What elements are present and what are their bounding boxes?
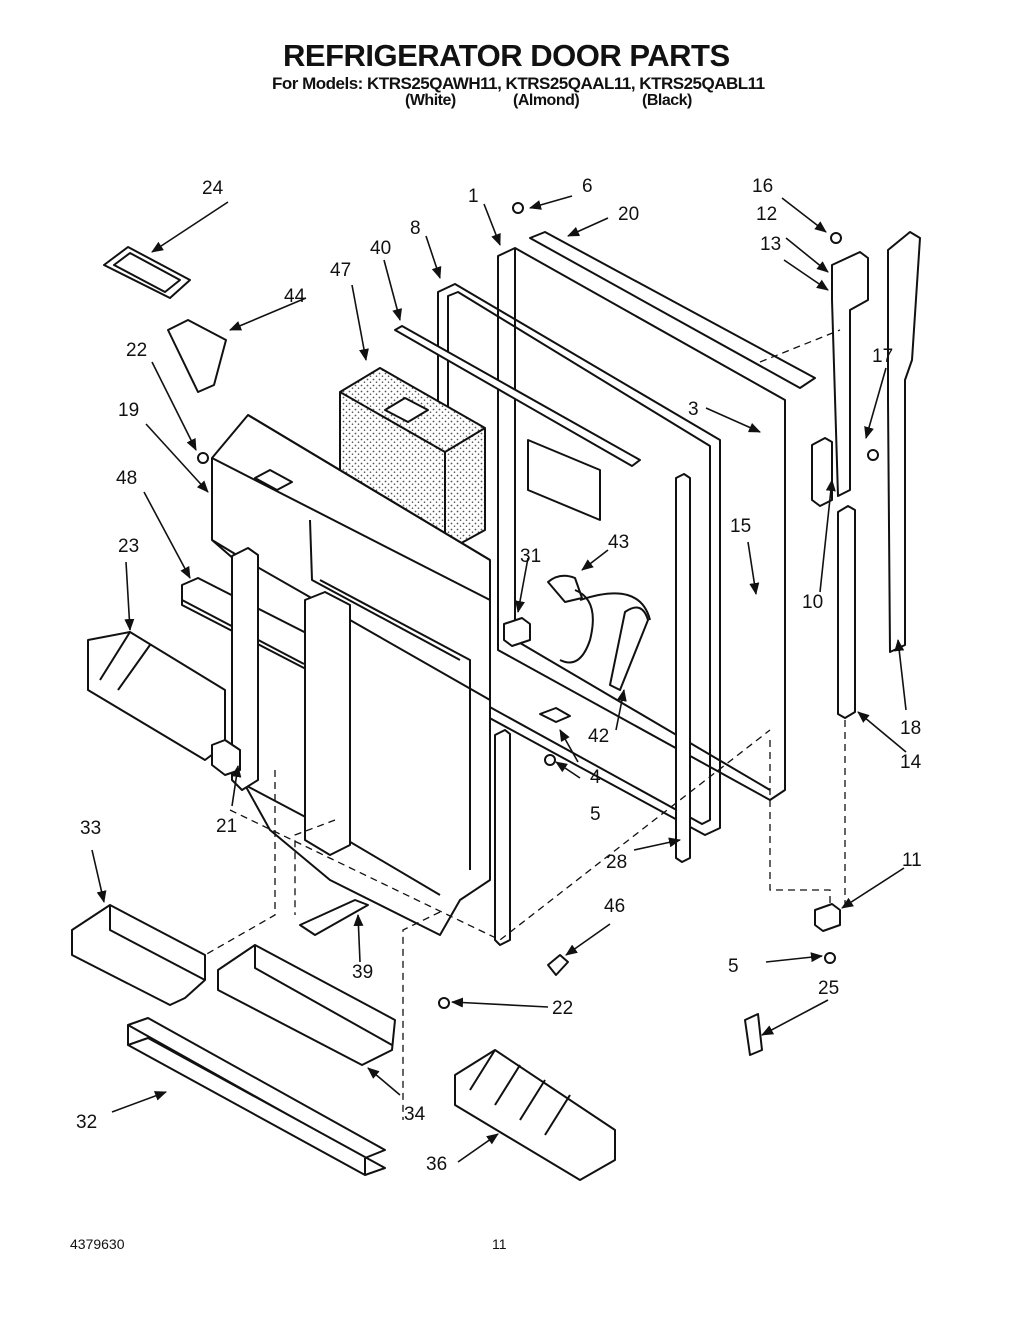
callout-46: 46 <box>604 896 625 917</box>
side-trim-18 <box>887 231 921 653</box>
callout-19: 19 <box>118 400 139 421</box>
egg-tray <box>454 1049 616 1181</box>
callout-36: 36 <box>426 1154 447 1175</box>
door-stile-strip <box>675 473 691 863</box>
door-stile-strip-lower <box>494 729 511 946</box>
callout-25: 25 <box>818 978 839 999</box>
callout-4: 4 <box>590 767 601 788</box>
hinge-cover <box>811 437 833 507</box>
callout-48: 48 <box>116 468 137 489</box>
callout-14: 14 <box>900 752 922 773</box>
ice-door <box>87 631 226 761</box>
top-cap-strip <box>529 231 816 389</box>
bin-retainer <box>299 899 369 936</box>
wire-harness <box>547 574 651 691</box>
side-trim-14 <box>837 505 856 719</box>
hinge-pin-bracket <box>539 707 571 723</box>
callout-15: 15 <box>730 516 751 537</box>
callout-31: 31 <box>520 546 541 567</box>
plug <box>547 954 569 976</box>
color-almond: (Almond) <box>513 92 580 109</box>
door-bin-small <box>71 904 206 1006</box>
lower-hinge <box>814 903 841 932</box>
color-black: (Black) <box>642 92 692 109</box>
callout-39: 39 <box>352 962 373 983</box>
callout-21: 21 <box>216 816 237 837</box>
callout-24: 24 <box>202 178 224 199</box>
color-white: (White) <box>405 92 456 109</box>
callout-12: 12 <box>756 204 777 225</box>
callout-6: 6 <box>582 176 593 197</box>
callout-20: 20 <box>618 204 639 225</box>
callout-1: 1 <box>468 186 479 207</box>
callout-5: 5 <box>590 804 601 825</box>
page-title: REFRIGERATOR DOOR PARTS <box>283 38 730 73</box>
clamp <box>503 617 531 647</box>
callout-17: 17 <box>872 346 893 367</box>
callout-3: 3 <box>688 399 699 420</box>
callout-44: 44 <box>284 286 306 307</box>
shelf-bar <box>127 1017 386 1176</box>
callout-labels: 1 3 4 5 5 6 8 10 11 12 13 14 15 16 17 18… <box>76 176 922 1175</box>
callout-22: 22 <box>126 340 147 361</box>
page-number: 11 <box>492 1236 507 1252</box>
callout-40: 40 <box>370 238 391 259</box>
callout-23: 23 <box>118 536 139 557</box>
callout-22b: 22 <box>552 998 573 1019</box>
breaker-strip-top <box>394 325 641 467</box>
ice-chute <box>167 319 227 393</box>
callout-32: 32 <box>76 1112 97 1133</box>
callout-47: 47 <box>330 260 351 281</box>
callout-42: 42 <box>588 726 609 747</box>
callout-8: 8 <box>410 218 421 239</box>
clip <box>744 1013 763 1056</box>
callout-28: 28 <box>606 852 627 873</box>
hinge-bracket <box>831 251 869 497</box>
callout-18: 18 <box>900 718 921 739</box>
callout-11: 11 <box>902 850 922 871</box>
door-rails <box>181 547 351 856</box>
callout-5b: 5 <box>728 956 739 977</box>
callout-33: 33 <box>80 818 101 839</box>
model-list: For Models: KTRS25QAWH11, KTRS25QAAL11, … <box>272 74 765 93</box>
screw <box>197 202 879 1009</box>
door-bin-large <box>217 944 396 1066</box>
callout-16: 16 <box>752 176 773 197</box>
trim-ring <box>103 246 191 299</box>
document-number: 4379630 <box>70 1236 125 1252</box>
callout-43: 43 <box>608 532 629 553</box>
callout-13: 13 <box>760 234 781 255</box>
callout-34: 34 <box>404 1104 426 1125</box>
callout-10: 10 <box>802 592 823 613</box>
